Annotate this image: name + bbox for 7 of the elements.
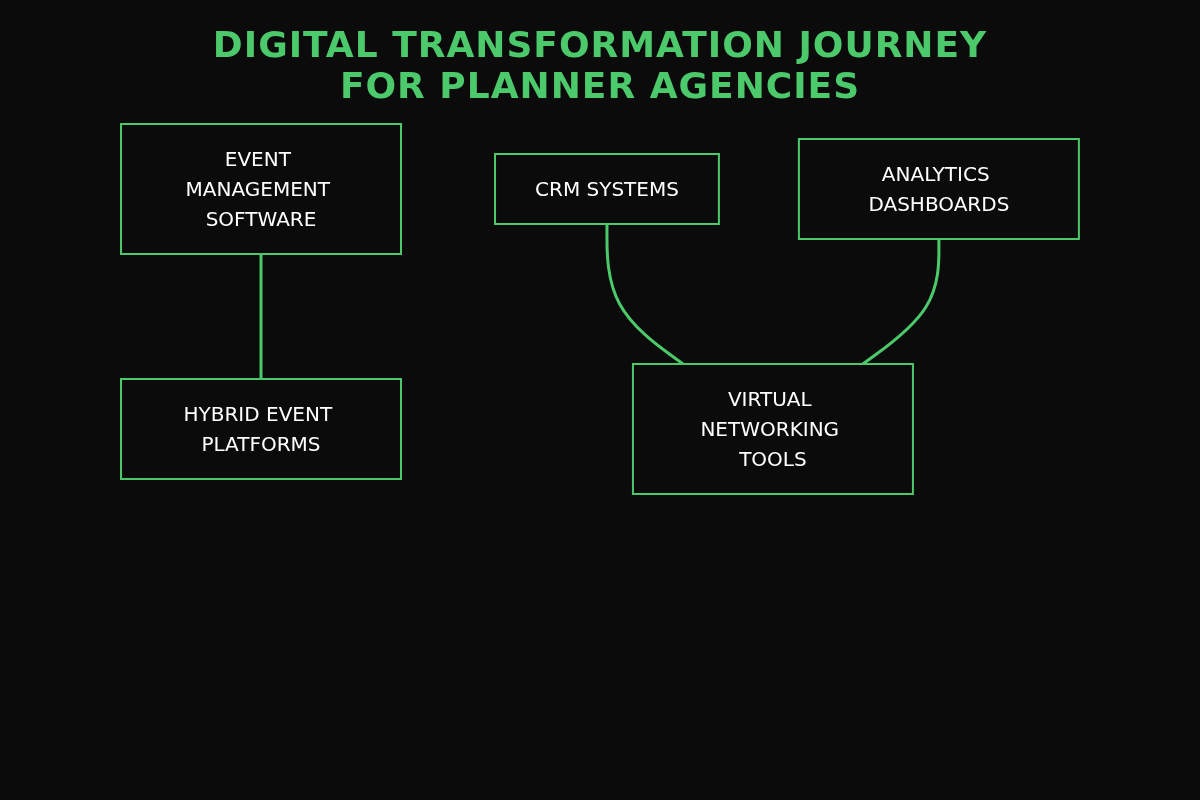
node-box: EVENT MANAGEMENT SOFTWARE	[120, 123, 403, 255]
node-box: HYBRID EVENT PLATFORMS	[120, 378, 403, 480]
connector	[259, 254, 263, 379]
diagram-title: DIGITAL TRANSFORMATION JOURNEY FOR PLANNER AGENCIES	[211, 24, 989, 106]
node-box: ANALYTICS DASHBOARDS	[797, 138, 1080, 240]
node-box: CRM SYSTEMS	[494, 153, 720, 225]
node-box: VIRTUAL NETWORKING TOOLS	[632, 363, 914, 495]
